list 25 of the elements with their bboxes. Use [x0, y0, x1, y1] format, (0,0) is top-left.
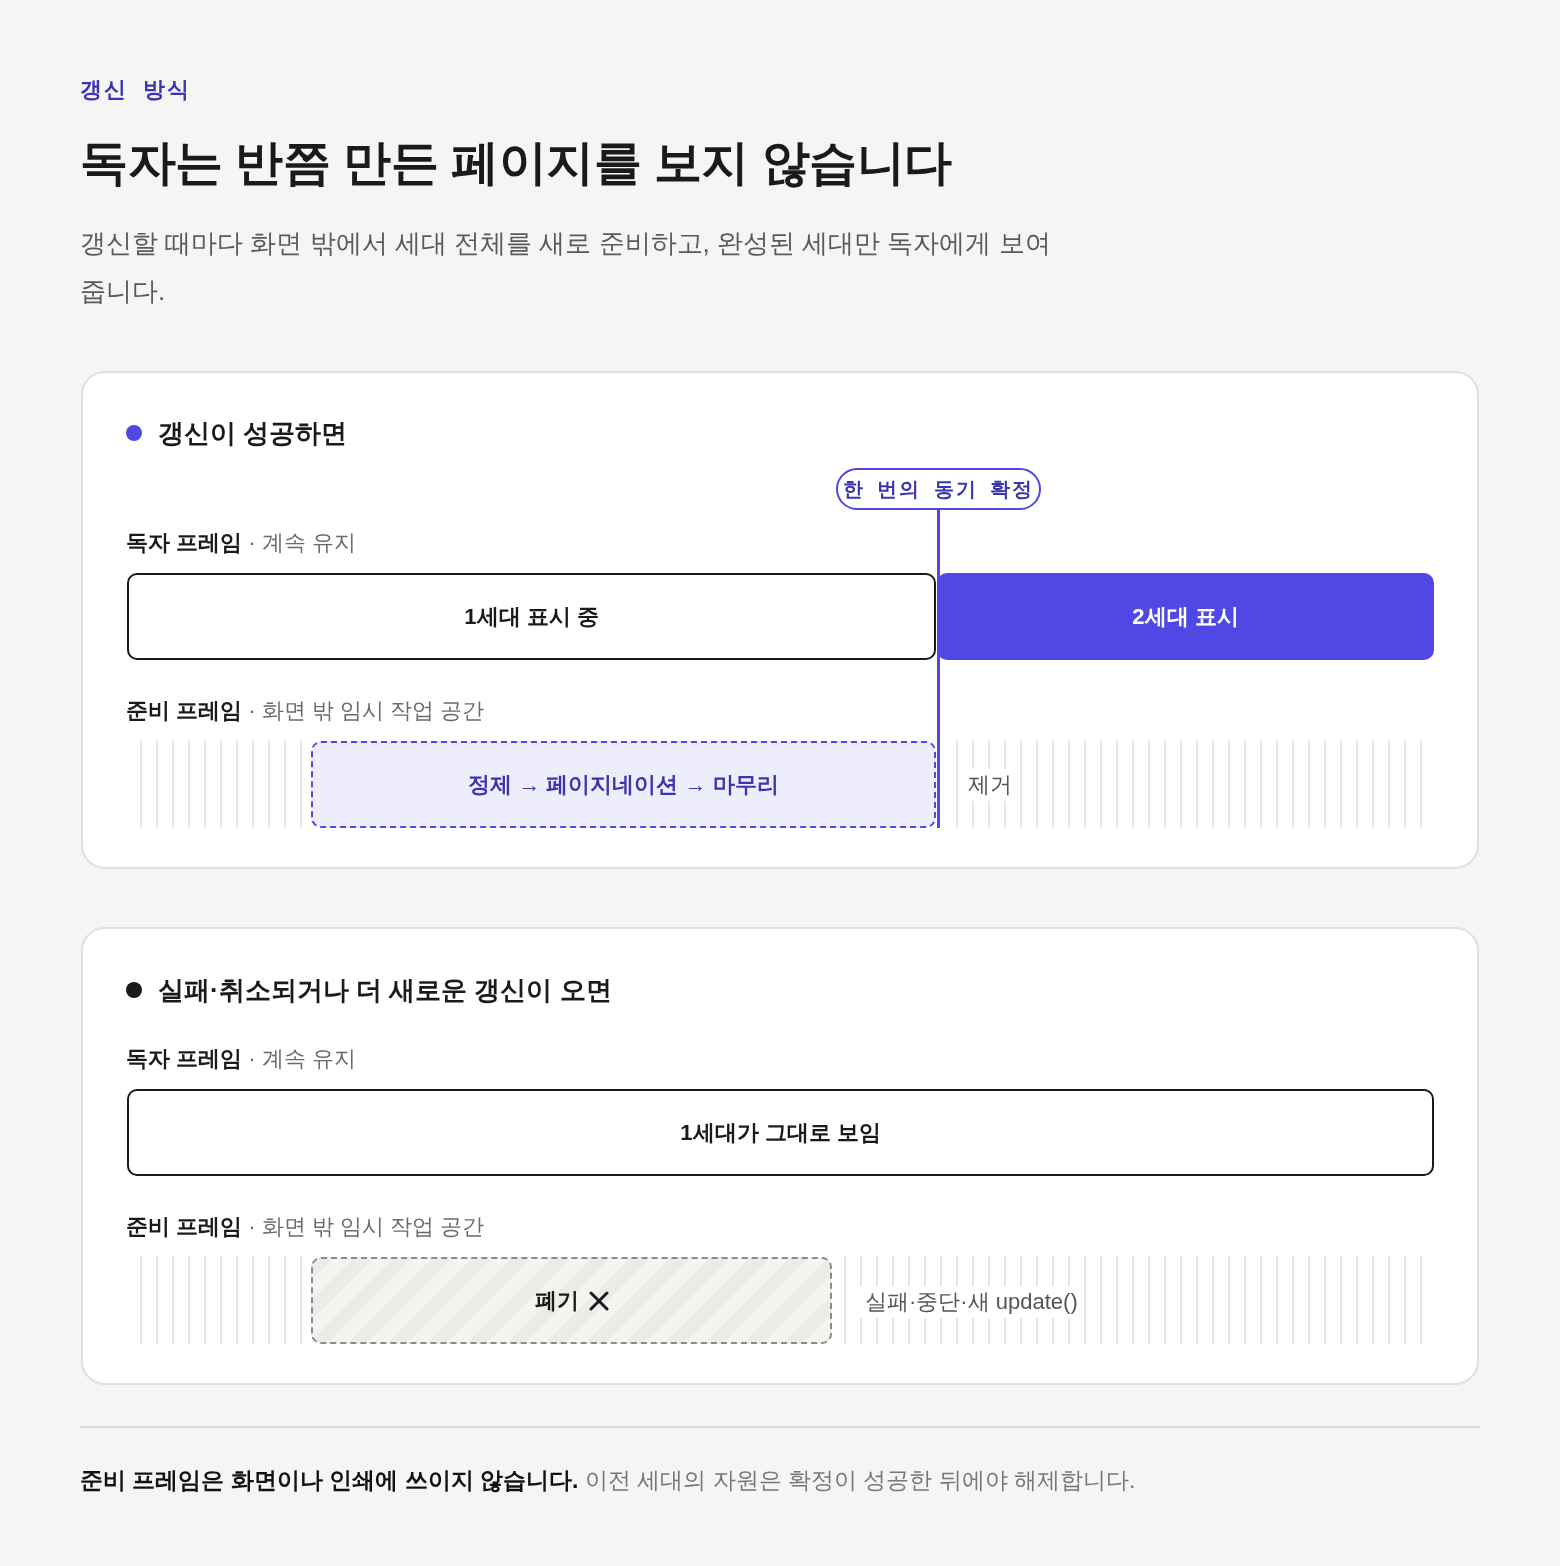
bar-label: 폐기 — [534, 1286, 579, 1315]
panel-heading: 갱신이 성공하면 — [158, 417, 348, 450]
row-label: 준비 프레임 · 화면 밖 임시 작업 공간 — [126, 697, 485, 725]
page-title: 독자는 반쯤 만든 페이지를 보지 않습니다 — [80, 135, 952, 191]
commit-marker-line — [937, 510, 940, 828]
row-label: 독자 프레임 · 계속 유지 — [126, 529, 356, 557]
bar-label: 2세대 표시 — [1132, 602, 1239, 631]
panel-heading: 실패·취소되거나 더 새로운 갱신이 오면 — [158, 974, 612, 1007]
row-label: 독자 프레임 · 계속 유지 — [126, 1045, 356, 1073]
prep-work-bar — [311, 741, 936, 828]
pill-label: 한 번의 동기 확정 — [842, 477, 1035, 502]
active-frame-bar — [937, 573, 1434, 660]
frame-bar — [127, 573, 936, 660]
row-label: 준비 프레임 · 화면 밖 임시 작업 공간 — [126, 1213, 485, 1241]
footnote-text: 준비 프레임은 화면이나 인쇄에 쓰이지 않습니다. 이전 세대의 자원은 확정이 성공한 뒤에야 해제합니다. — [80, 1466, 1136, 1495]
bar-label: 정제 → 페이지네이션 → 마무리 — [468, 770, 779, 799]
bar-label: 1세대 표시 중 — [464, 602, 599, 631]
scenario-panel — [81, 371, 1479, 869]
scenario-panel — [81, 927, 1479, 1385]
bar-label: 1세대가 그대로 보임 — [680, 1118, 881, 1147]
discarded-work-bar — [311, 1257, 832, 1344]
frame-bar — [127, 1089, 1434, 1176]
commit-marker-pill — [836, 468, 1041, 510]
intro-paragraph: 갱신할 때마다 화면 밖에서 세대 전체를 새로 준비하고, 완성된 세대만 독자에게 보여 줍니다. — [80, 227, 1052, 308]
section-eyebrow: 갱신 방식 — [80, 78, 193, 106]
